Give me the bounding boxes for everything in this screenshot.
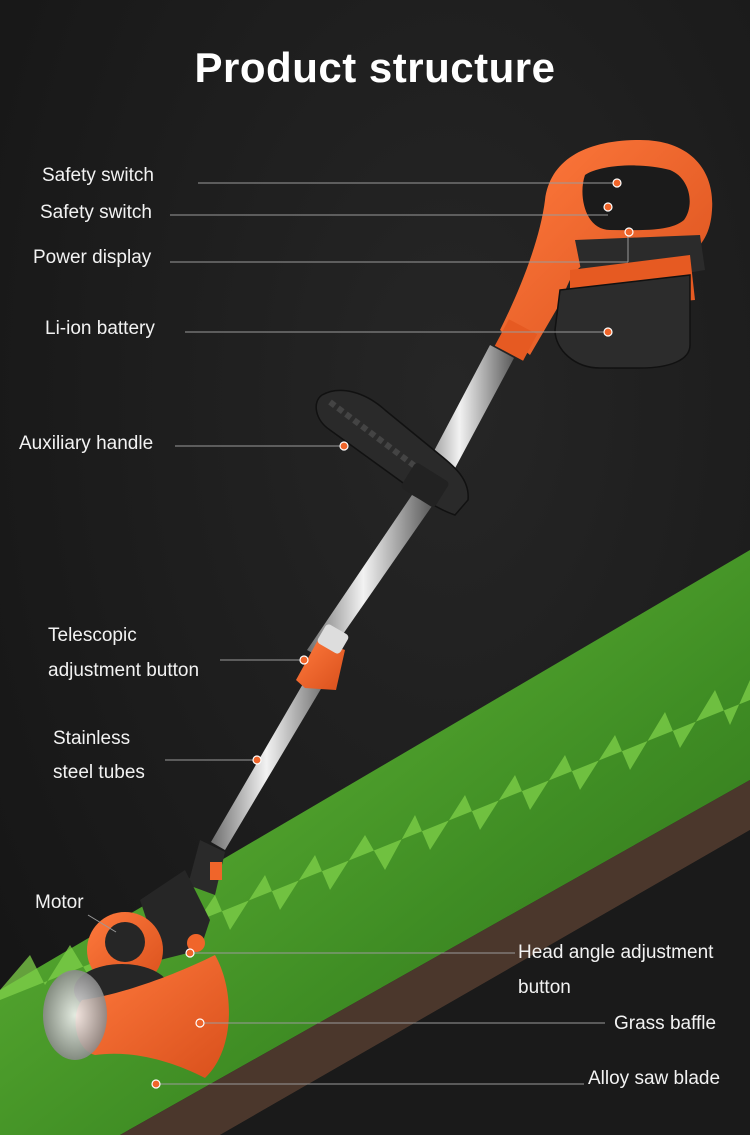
label-head-angle-line1: Head angle adjustment: [518, 942, 714, 963]
main-handle: [494, 140, 713, 369]
label-head-angle-line2: button: [518, 977, 571, 998]
label-safety-switch-1: Safety switch: [42, 165, 154, 186]
dot-safety-switch-2: [603, 202, 613, 212]
dot-head-angle-button: [185, 948, 195, 958]
motor-head: [43, 840, 229, 1078]
label-telescopic-line1: Telescopic: [48, 625, 137, 646]
dot-safety-switch-1: [612, 178, 622, 188]
dot-stainless-tubes: [252, 755, 262, 765]
auxiliary-handle: [315, 389, 469, 516]
dot-grass-baffle: [195, 1018, 205, 1028]
label-auxiliary-handle: Auxiliary handle: [19, 433, 154, 454]
dot-telescopic-button: [299, 655, 309, 665]
label-telescopic-line2: adjustment button: [48, 660, 200, 681]
label-li-ion-battery: Li-ion battery: [45, 318, 155, 339]
label-power-display: Power display: [33, 247, 152, 268]
label-motor: Motor: [35, 892, 84, 913]
leader-lines: [87, 182, 629, 1085]
dot-auxiliary-handle: [339, 441, 349, 451]
label-stainless-line1: Stainless: [53, 728, 131, 749]
label-grass-baffle: Grass baffle: [614, 1013, 717, 1034]
page-title: Product structure: [194, 44, 556, 91]
dot-alloy-saw-blade: [151, 1079, 161, 1089]
label-safety-switch-2: Safety switch: [40, 202, 152, 223]
label-stainless-line2: steel tubes: [53, 762, 145, 783]
label-alloy-saw-blade: Alloy saw blade: [588, 1068, 721, 1089]
callout-dots: [151, 178, 634, 1089]
dot-power-display: [624, 227, 634, 237]
dot-li-ion-battery: [603, 327, 613, 337]
telescopic-collar: [296, 624, 349, 690]
